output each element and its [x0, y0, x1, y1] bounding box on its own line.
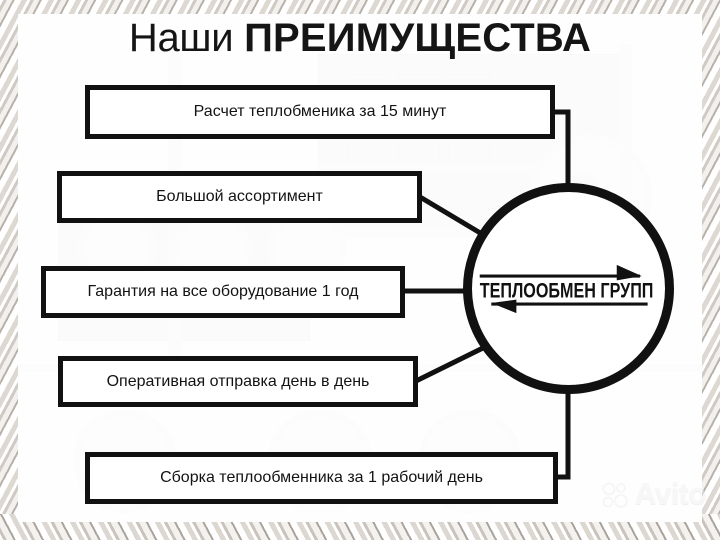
- advantage-box-assortment[interactable]: Большой ассортимент: [57, 171, 422, 223]
- advantage-box-shipping[interactable]: Оперативная отправка день в день: [58, 356, 418, 407]
- company-logo: ТЕПЛООБМЕН ГРУПП: [472, 258, 665, 320]
- advantage-label: Оперативная отправка день в день: [106, 372, 370, 390]
- page-title-light: Наши: [128, 16, 234, 60]
- arrow-left-icon: [491, 299, 648, 313]
- advantage-box-warranty[interactable]: Гарантия на все оборудование 1 год: [41, 266, 405, 318]
- advantage-box-calc-time[interactable]: Расчет теплобменика за 15 минут: [85, 85, 555, 139]
- advantage-label: Гарантия на все оборудование 1 год: [87, 283, 359, 300]
- avito-logo-icon: [602, 482, 628, 508]
- advantage-label: Сборка теплообменника за 1 рабочий день: [160, 469, 483, 486]
- advantage-label: Расчет теплобменика за 15 минут: [193, 103, 447, 120]
- arrow-right-icon: [479, 264, 642, 280]
- page-title-bold: ПРЕИМУЩЕСТВА: [244, 16, 592, 60]
- advantage-box-assembly-time[interactable]: Сборка теплообменника за 1 рабочий день: [85, 452, 558, 504]
- logo-circle[interactable]: ТЕПЛООБМЕН ГРУПП: [463, 183, 674, 394]
- page-title: Наши ПРЕИМУЩЕСТВА: [0, 14, 720, 62]
- avito-watermark-label: Avito: [634, 478, 707, 511]
- avito-watermark: Avito: [600, 478, 707, 512]
- advantage-label: Большой ассортимент: [156, 188, 323, 205]
- company-name-text: ТЕПЛООБМЕН ГРУПП: [480, 279, 654, 302]
- logo-artwork: ТЕПЛООБМЕН ГРУПП: [479, 264, 654, 313]
